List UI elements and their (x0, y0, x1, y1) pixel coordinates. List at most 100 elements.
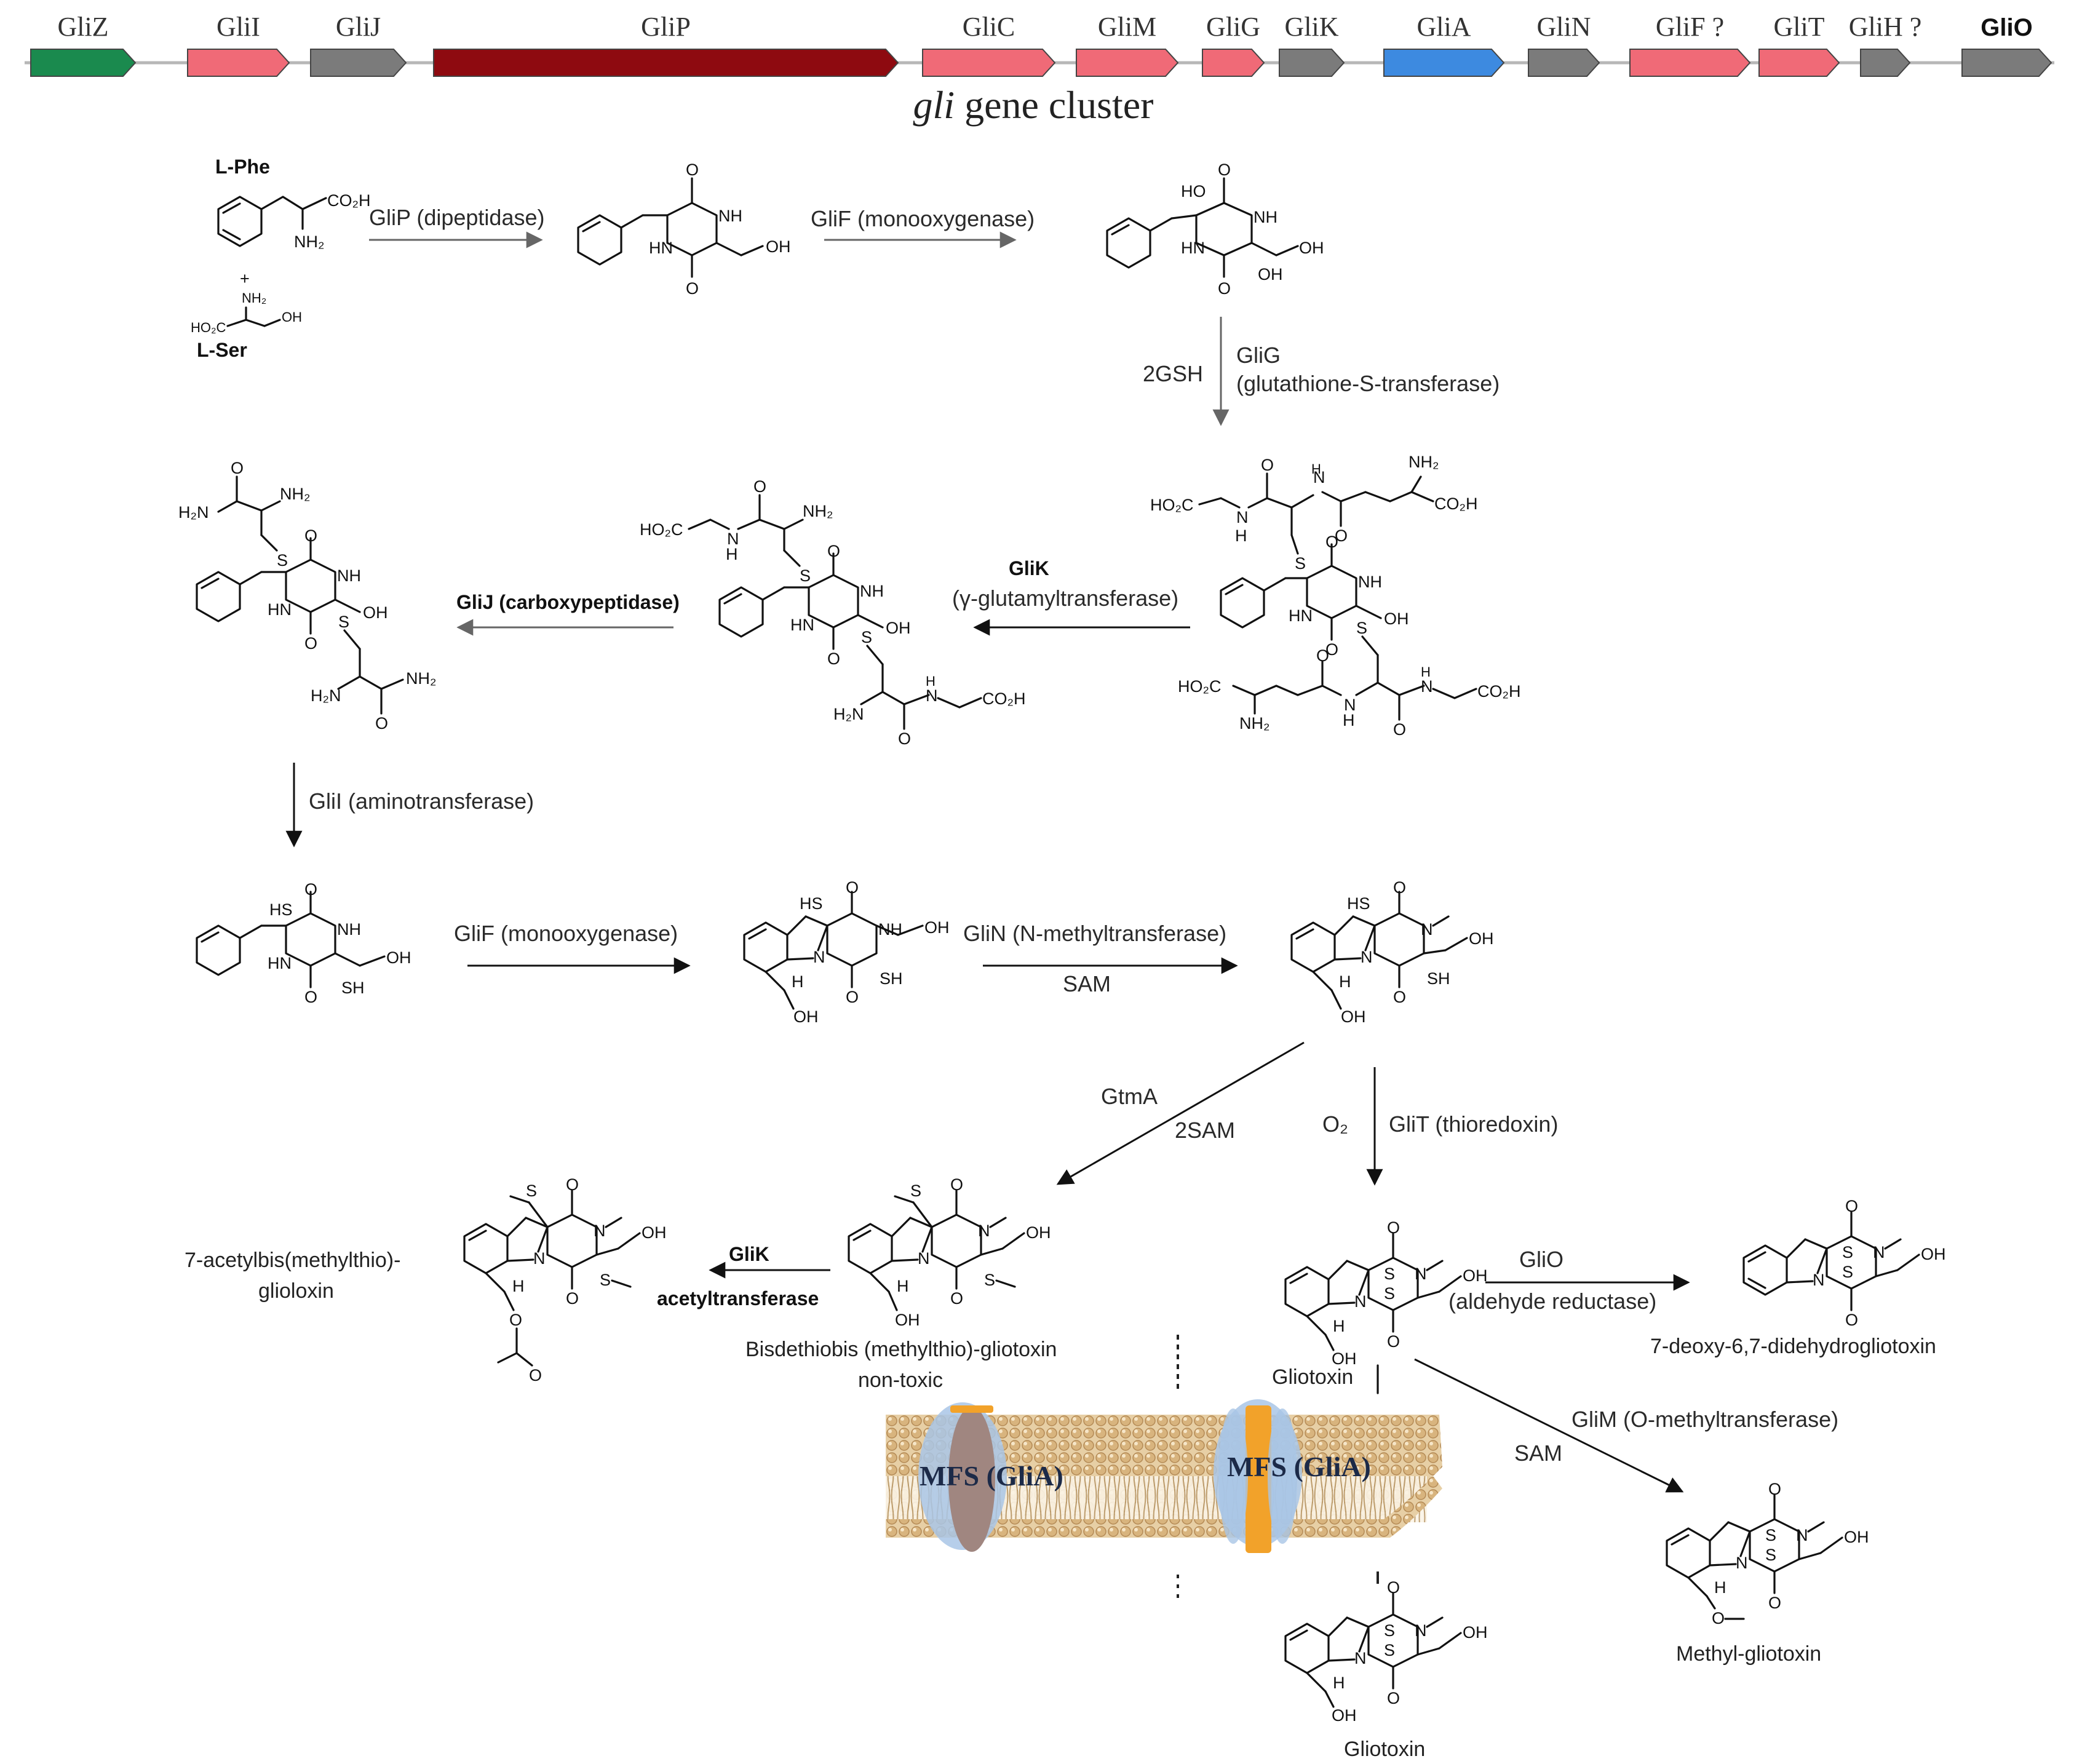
gene-label-glip: GliP (641, 12, 691, 42)
svg-text:OH: OH (363, 603, 388, 622)
gene-arrow-glih (1860, 49, 1911, 77)
gene-arrow-glin (1528, 49, 1600, 77)
svg-text:NH: NH (878, 920, 902, 939)
svg-text:N: N (1736, 1554, 1748, 1572)
svg-text:N: N (1421, 677, 1433, 696)
svg-text:O: O (846, 878, 859, 897)
svg-text:N: N (1415, 1265, 1427, 1283)
svg-text:OH: OH (793, 1007, 819, 1026)
svg-text:SH: SH (341, 979, 365, 997)
gene-arrow-glim (1076, 49, 1179, 77)
svg-text:S: S (1842, 1243, 1853, 1261)
gene-label-glif: GliF ? (1656, 12, 1724, 42)
svg-text:O: O (304, 988, 317, 1006)
svg-text:S: S (1384, 1641, 1395, 1659)
gene-label-glin: GliN (1537, 12, 1591, 42)
svg-text:O: O (375, 714, 388, 733)
svg-text:OH: OH (766, 237, 791, 256)
svg-text:NH₂: NH₂ (406, 669, 436, 688)
svg-text:O: O (1845, 1311, 1858, 1329)
compound-acetyl-bismethylthio: 7-acetylbis(methylthio)- glioloxin N S O… (185, 1175, 667, 1385)
label-glit-cofactor: O₂ (1322, 1111, 1348, 1137)
label-glik1-name: GliK (1009, 557, 1049, 579)
acetyl-name-line1: 7-acetylbis(methylthio)- (185, 1249, 400, 1272)
compound-gliotoxin-exported: N O O S S N OH H OH Gliotoxin (1284, 1578, 1488, 1761)
cluster-title: gli gene cluster (913, 83, 1154, 127)
label-gtma: GtmA (1101, 1084, 1158, 1109)
svg-text:HN: HN (1181, 239, 1205, 257)
svg-text:HO₂C: HO₂C (191, 320, 226, 335)
svg-text:OH: OH (1341, 1007, 1366, 1026)
gene-arrow-glif (1629, 49, 1751, 77)
label-glig-cofactor: 2GSH (1143, 361, 1203, 386)
svg-text:S: S (1765, 1526, 1776, 1544)
svg-text:O: O (1393, 720, 1406, 739)
label-gtma-cofactor: 2SAM (1175, 1118, 1235, 1143)
svg-text:N: N (1354, 1292, 1367, 1311)
label-glin-cofactor: SAM (1063, 971, 1111, 996)
label-glif2: GliF (monooxygenase) (454, 921, 678, 946)
svg-text:H: H (897, 1277, 909, 1295)
svg-text:HS: HS (1347, 894, 1370, 913)
gene-arrow-glit (1758, 49, 1840, 77)
svg-text:O: O (304, 880, 317, 899)
svg-text:OH: OH (1332, 1349, 1357, 1368)
svg-text:N: N (1813, 1271, 1825, 1289)
svg-text:S: S (526, 1182, 537, 1200)
acetyl-name-line2: glioloxin (258, 1279, 334, 1303)
svg-text:OH: OH (895, 1311, 920, 1329)
svg-text:O: O (1387, 1332, 1400, 1351)
svg-text:OH: OH (1384, 610, 1409, 628)
label-glim: GliM (O-methyltransferase) (1571, 1407, 1838, 1432)
gene-arrow-glia (1383, 49, 1505, 77)
arrow-glim (1414, 1358, 1684, 1493)
gene-label-glik: GliK (1285, 12, 1339, 42)
mfs-transporter-2: MFS (GliA) (1214, 1399, 1371, 1553)
svg-text:N: N (594, 1222, 606, 1240)
svg-text:CO₂H: CO₂H (982, 689, 1025, 708)
svg-text:S: S (1842, 1263, 1853, 1281)
svg-text:OH: OH (1463, 1623, 1488, 1642)
svg-text:O: O (1218, 279, 1231, 298)
svg-text:NH₂: NH₂ (803, 502, 833, 520)
compound-cyclized-dithiol: N HS O O NH OH SH H OH (743, 878, 950, 1026)
svg-text:S: S (1356, 619, 1367, 637)
compound-gliotoxin-inner: N O O S S N OH H OH Gliotoxin (1272, 1218, 1488, 1394)
svg-text:HN: HN (649, 239, 673, 257)
svg-text:NH: NH (337, 920, 361, 939)
svg-text:O: O (231, 459, 244, 477)
svg-text:OH: OH (1026, 1223, 1051, 1242)
svg-text:N: N (926, 686, 938, 705)
svg-text:HO₂C: HO₂C (640, 520, 683, 539)
svg-text:O: O (1387, 1689, 1400, 1707)
svg-text:HN: HN (268, 954, 292, 972)
svg-text:O: O (529, 1366, 542, 1385)
gene-arrow-glic (922, 49, 1056, 77)
svg-text:O: O (1712, 1609, 1725, 1627)
svg-text:O: O (686, 161, 699, 179)
svg-text:S: S (600, 1271, 611, 1289)
svg-text:H₂N: H₂N (178, 503, 209, 522)
svg-text:H₂N: H₂N (311, 686, 341, 705)
svg-text:SH: SH (880, 969, 903, 988)
gene-arrow-glij (310, 49, 407, 77)
label-glij: GliJ (carboxypeptidase) (456, 591, 680, 613)
label-glii: GliI (aminotransferase) (309, 789, 534, 814)
gene-label-glim: GliM (1098, 12, 1156, 42)
svg-text:S: S (1384, 1265, 1395, 1283)
svg-text:NH: NH (718, 207, 742, 225)
svg-text:OH: OH (1469, 929, 1494, 948)
svg-text:N: N (1415, 1621, 1427, 1640)
l-phe-label: L-Phe (215, 156, 270, 178)
svg-text:S: S (1384, 1284, 1395, 1303)
svg-text:N: N (1421, 920, 1433, 939)
svg-text:NH: NH (1358, 573, 1382, 591)
label-glim-cofactor: SAM (1514, 1440, 1562, 1466)
svg-text:S: S (984, 1271, 995, 1289)
svg-text:N: N (1796, 1526, 1808, 1544)
svg-text:N: N (1344, 696, 1356, 714)
svg-text:OH: OH (1844, 1528, 1869, 1546)
label-glin: GliN (N-methyltransferase) (963, 921, 1226, 946)
compound-hydroxy-dkp: HO O O NH HN OH OH (1106, 161, 1324, 298)
